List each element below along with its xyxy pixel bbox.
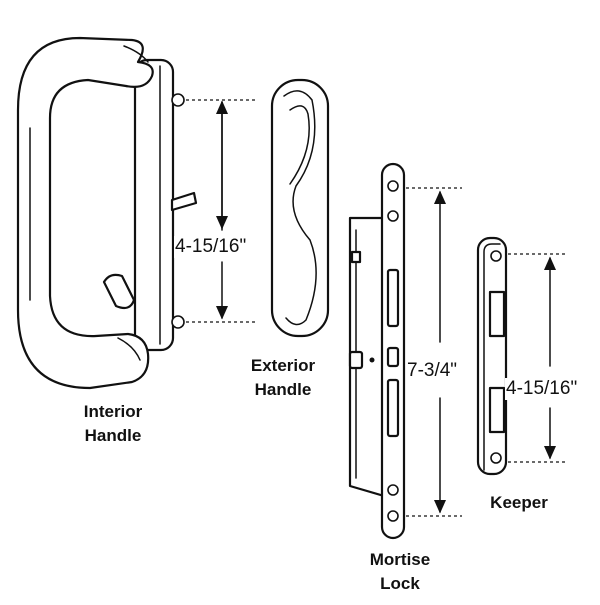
lock-length-dimension: 7-3/4": [406, 360, 459, 382]
keeper-spacing-dimension: 4-15/16": [505, 378, 579, 400]
exterior-handle-body: [270, 78, 330, 338]
keeper-drawing: [476, 236, 508, 476]
keeper-label-line-1: Keeper: [490, 493, 548, 512]
thumb-turn: [102, 273, 136, 310]
exterior-handle-label-line-2: Handle: [254, 380, 312, 399]
mortise-lock-label: Mortise Lock: [345, 548, 455, 596]
interior-handle-label: Interior Handle: [58, 400, 168, 448]
latch-lever: [170, 191, 198, 212]
mortise-lock-label-line-1: Mortise: [369, 550, 431, 569]
keeper-plate: [476, 236, 508, 476]
interior-handle-plate: [133, 58, 175, 352]
keeper-label: Keeper: [464, 491, 574, 515]
exterior-handle-label-line-1: Exterior: [250, 356, 316, 375]
mortise-lock-drawing: [348, 162, 406, 540]
exterior-handle-label: Exterior Handle: [228, 354, 338, 402]
interior-handle-drawing: [16, 36, 198, 390]
interior-handle-label-line-1: Interior: [83, 402, 143, 421]
handle-spacing-dimension: 4-15/16": [174, 236, 248, 258]
exterior-handle-drawing: [270, 78, 330, 338]
mortise-lock-label-line-2: Lock: [380, 574, 420, 593]
interior-handle-label-line-2: Handle: [84, 426, 142, 445]
interior-grip: [16, 36, 154, 390]
